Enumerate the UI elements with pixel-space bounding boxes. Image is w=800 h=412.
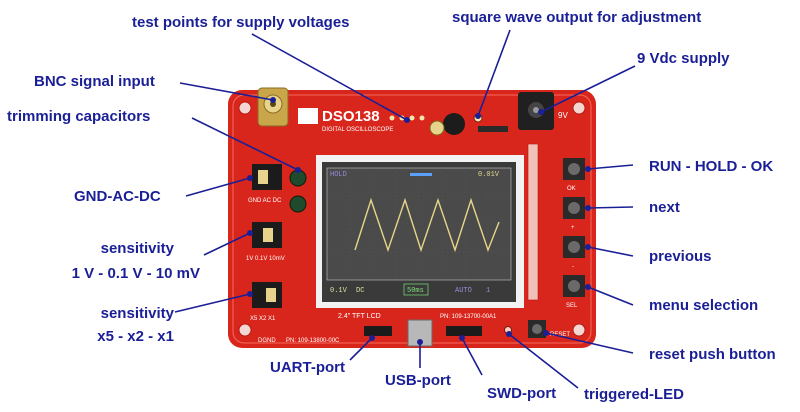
label-menu: menu selection xyxy=(649,297,759,314)
mount-hole xyxy=(572,323,586,337)
bnc-connector[interactable] xyxy=(257,87,289,127)
lcd-top-value: 0.01V xyxy=(478,171,500,179)
pin-header xyxy=(527,143,539,301)
button-plus-label: + xyxy=(571,225,575,231)
mount-hole xyxy=(238,323,252,337)
run-hold-ok-button[interactable] xyxy=(563,158,585,180)
button-ok-label: OK xyxy=(567,186,576,192)
label-sensitivity-2-title: sensitivity xyxy=(100,305,174,322)
label-sensitivity-2-values: x5 - x2 - x1 xyxy=(97,328,174,345)
label-gnd-ac-dc: GND-AC-DC xyxy=(74,188,161,205)
label-square-wave: square wave output for adjustment xyxy=(452,9,702,26)
smd-parts xyxy=(478,126,508,132)
label-next: next xyxy=(649,199,680,216)
switch-coupling[interactable] xyxy=(252,164,282,190)
dgnd-label: DGND xyxy=(258,338,276,344)
label-previous: previous xyxy=(649,248,712,265)
board-subtitle: DIGITAL OSCILLOSCOPE xyxy=(322,127,393,133)
label-sensitivity-1-values: 1 V - 0.1 V - 10 mV xyxy=(71,265,200,282)
dc-power-jack[interactable] xyxy=(518,92,554,130)
supply-marking: 9V xyxy=(558,111,568,120)
label-sensitivity-1: sensitivity 1 V - 0.1 V - 10 mV xyxy=(10,240,200,283)
lcd-volt-div: 0.1V xyxy=(330,287,348,295)
previous-button[interactable] xyxy=(563,236,585,258)
reset-button[interactable] xyxy=(528,320,546,338)
label-triggered: triggered-LED xyxy=(584,386,685,403)
lcd-status: HOLD xyxy=(330,171,347,179)
pn-left: PN: 109-13800-00C xyxy=(286,338,340,344)
capacitor-component xyxy=(429,120,445,136)
menu-selection-button[interactable] xyxy=(563,275,585,297)
button-sel-label: SEL xyxy=(566,303,578,309)
switch-sensitivity-2-label: X5 X2 X1 xyxy=(250,316,276,322)
label-bnc: BNC signal input xyxy=(34,73,155,90)
label-uart: UART-port xyxy=(270,359,345,376)
switch-sensitivity-1-label: 1V 0.1V 10mV xyxy=(246,256,285,262)
label-sensitivity-1-title: sensitivity xyxy=(100,240,174,257)
trim-capacitor[interactable] xyxy=(289,195,307,213)
board-model: DSO138 xyxy=(322,108,380,125)
label-sensitivity-2: sensitivity x5 - x2 - x1 xyxy=(10,305,174,346)
lcd-grid xyxy=(327,168,511,280)
lcd-mode: AUTO xyxy=(455,287,472,295)
mount-hole xyxy=(238,101,252,115)
switch-coupling-label: GND AC DC xyxy=(248,198,282,204)
label-usb: USB-port xyxy=(385,372,451,389)
signal-waveform xyxy=(354,197,500,253)
leader-lines xyxy=(174,29,636,389)
buzzer-component xyxy=(443,113,465,135)
label-9v-supply: 9 Vdc supply xyxy=(637,50,730,67)
next-button[interactable] xyxy=(563,197,585,219)
pn-right: PN: 109-13700-00A1 xyxy=(440,314,497,320)
tft-label: 2.4" TFT LCD xyxy=(338,313,381,320)
switch-sensitivity-2[interactable] xyxy=(252,282,282,308)
switch-sensitivity-1[interactable] xyxy=(252,222,282,248)
lcd-time-box xyxy=(403,283,429,296)
swd-header[interactable] xyxy=(446,326,482,336)
leader-arrowheads xyxy=(247,97,591,345)
label-run-hold: RUN - HOLD - OK xyxy=(649,158,774,175)
uart-header[interactable] xyxy=(364,326,392,336)
mount-hole xyxy=(572,101,586,115)
test-points[interactable] xyxy=(389,115,425,121)
logo-mark xyxy=(298,108,318,124)
label-reset: reset push button xyxy=(649,346,776,363)
label-test-points: test points for supply voltages xyxy=(132,14,350,31)
label-trimming: trimming capacitors xyxy=(7,108,151,125)
lcd-channel: 1 xyxy=(486,287,490,295)
label-swd: SWD-port xyxy=(487,385,557,402)
lcd-time-div: 50ms xyxy=(407,287,424,295)
lcd-trigger-bar xyxy=(410,173,432,176)
button-minus-label: - xyxy=(572,264,574,270)
reset-marking: RESET xyxy=(550,332,570,338)
lcd-coupling: DC xyxy=(356,287,364,295)
